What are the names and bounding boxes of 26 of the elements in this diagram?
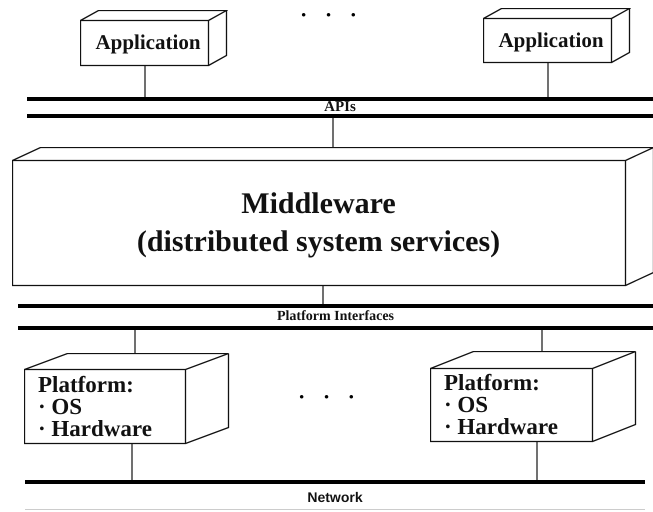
- layer-label: Network: [307, 490, 363, 504]
- connector-line: [322, 285, 324, 304]
- box-title: Application: [498, 30, 604, 50]
- box-heading: Platform:: [38, 372, 134, 396]
- box-title: Middleware: [241, 188, 396, 218]
- connector-line: [131, 443, 133, 480]
- connector-line: [144, 65, 146, 97]
- platform-interface-band: [18, 304, 653, 330]
- connector-line: [134, 330, 136, 353]
- list-item: · OS: [444, 393, 488, 416]
- box-heading: Platform:: [444, 371, 540, 394]
- api-layer-band: [27, 97, 653, 118]
- layer-label: Platform Interfaces: [276, 310, 394, 324]
- box-title: Application: [95, 32, 201, 53]
- connector-line: [536, 441, 538, 480]
- connector-line: [332, 118, 334, 147]
- list-item: · Hardware: [38, 416, 152, 440]
- layer-label: APIs: [324, 100, 356, 115]
- connector-line: [547, 62, 549, 97]
- box-subtitle: (distributed system services): [136, 226, 500, 256]
- network-bar: [25, 480, 645, 510]
- connector-line: [541, 330, 543, 351]
- ellipsis-mark: · · ·: [298, 384, 362, 410]
- list-item: · OS: [38, 394, 82, 418]
- ellipsis-mark: · · ·: [300, 2, 364, 28]
- list-item: · Hardware: [444, 415, 558, 438]
